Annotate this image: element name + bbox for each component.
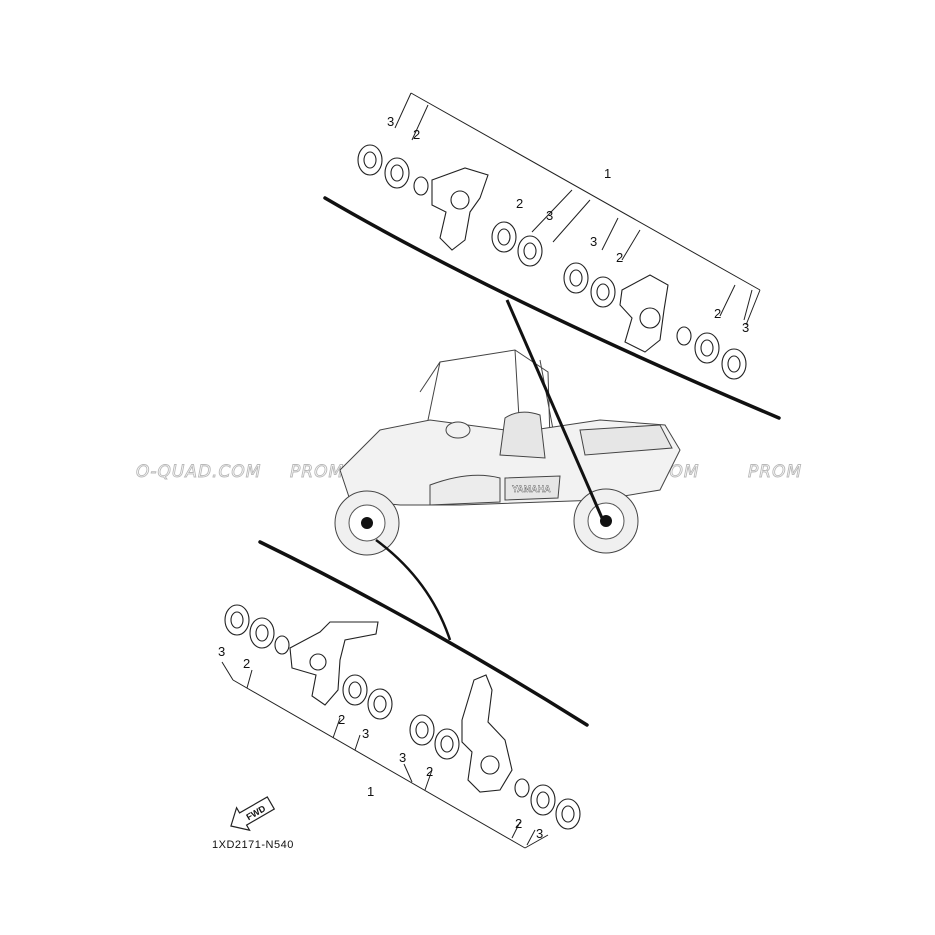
callout-number: 2 <box>243 656 250 671</box>
rear-leader-line <box>505 299 604 519</box>
bearing <box>491 221 517 253</box>
callout-number: 2 <box>714 306 721 321</box>
callout-number: 3 <box>362 726 369 741</box>
upper-bracket-line <box>323 196 781 420</box>
spacer <box>514 778 530 798</box>
rear-hub-marker <box>600 515 612 527</box>
callout-number: 3 <box>742 320 749 335</box>
knuckle-bore <box>309 653 327 671</box>
lower-assembly: 3 2 2 3 3 2 1 2 3 <box>218 604 581 849</box>
knuckle <box>461 674 513 793</box>
callout-number: 2 <box>516 196 523 211</box>
callout-number: 3 <box>387 114 394 129</box>
callout-number: 1 <box>604 166 611 181</box>
spacer <box>413 176 429 196</box>
knuckle-bore <box>480 755 500 775</box>
bearing <box>367 688 393 720</box>
bearing <box>409 714 435 746</box>
bearing <box>357 144 383 176</box>
front-hub-marker <box>361 517 373 529</box>
bearing <box>434 728 460 760</box>
callout-number: 1 <box>367 784 374 799</box>
knuckle <box>289 621 379 706</box>
callout-number: 3 <box>536 826 543 841</box>
lower-leader-lines <box>246 669 536 846</box>
watermark-text: O-QUAD.COM <box>136 462 261 482</box>
callout-number: 2 <box>338 712 345 727</box>
callout-number: 3 <box>546 208 553 223</box>
fwd-arrow-icon: FWD <box>230 796 276 832</box>
callout-number: 3 <box>399 750 406 765</box>
knuckle-bore <box>450 190 470 210</box>
bearing <box>590 276 616 308</box>
spacer <box>676 326 692 346</box>
bearing <box>721 348 747 380</box>
vehicle-brand: YAMAHA <box>512 484 551 494</box>
steering-wheel <box>445 421 471 439</box>
diagram-reference-code: 1XD2171-N540 <box>212 839 294 851</box>
bearing <box>224 604 250 636</box>
callout-number: 2 <box>616 250 623 265</box>
watermark-text: PROM <box>748 462 802 482</box>
front-leader-line <box>375 538 452 641</box>
upper-leader-lines <box>411 104 753 321</box>
cargo-bed <box>579 424 673 456</box>
upper-assembly: 3 2 1 2 3 3 2 2 3 <box>357 92 761 380</box>
bearing <box>563 262 589 294</box>
bearing <box>384 157 410 189</box>
lower-bracket-line <box>258 540 589 727</box>
callout-number: 2 <box>413 127 420 142</box>
callout-number: 3 <box>218 644 225 659</box>
knuckle-bore <box>639 307 661 329</box>
vehicle-illustration: YAMAHA <box>334 349 681 556</box>
bearing <box>342 674 368 706</box>
lower-frame-line <box>221 661 549 849</box>
bearing <box>530 784 556 816</box>
spacer <box>274 635 290 655</box>
bearing <box>555 798 581 830</box>
upper-frame-line <box>394 92 761 326</box>
callout-number: 2 <box>426 764 433 779</box>
vehicle-door <box>429 474 501 506</box>
side-panel <box>504 475 561 501</box>
bearing <box>517 235 543 267</box>
callout-number: 2 <box>515 816 522 831</box>
bearing <box>249 617 275 649</box>
callout-number: 3 <box>590 234 597 249</box>
bearing <box>694 332 720 364</box>
vehicle-seat <box>499 411 546 459</box>
